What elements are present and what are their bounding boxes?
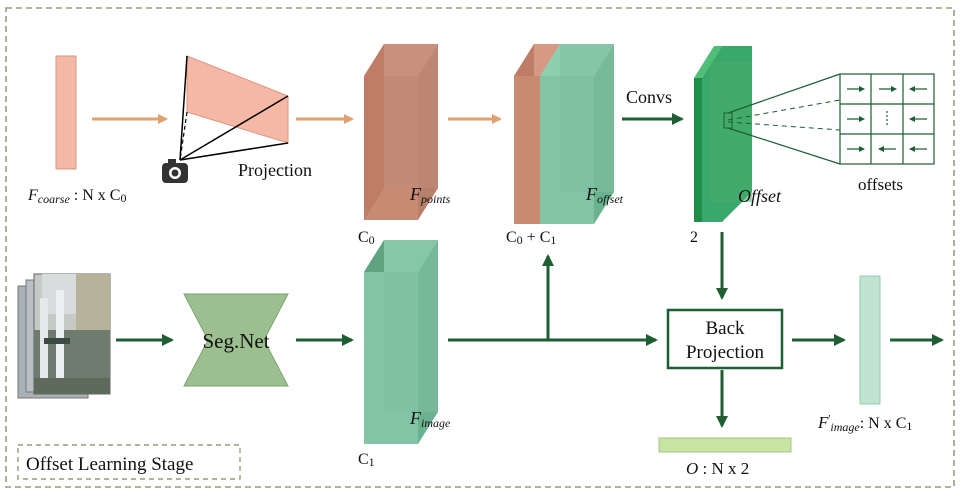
stage-label: Offset Learning Stage	[26, 454, 193, 475]
convs-label: Convs	[626, 87, 672, 107]
zoom-line-top	[727, 73, 841, 114]
segnet-label: Seg.Net	[202, 329, 269, 353]
concat-dim-label: C0 + C1	[506, 229, 556, 247]
image-feature-slab	[364, 240, 438, 444]
points-dim-label: C0	[358, 229, 375, 247]
back-projection-box	[666, 308, 784, 370]
projection-label: Projection	[238, 160, 312, 180]
segnet-block	[183, 293, 289, 387]
offset-arrows	[847, 86, 927, 152]
image-out-bar	[859, 275, 881, 405]
back-projection-line1: Back	[705, 318, 745, 339]
image-dim-label: C1	[358, 451, 375, 469]
image-feature-label: Fimage	[409, 408, 451, 430]
coarse-feature-bar	[55, 55, 77, 170]
back-projection-line2: Projection	[686, 342, 765, 363]
input-image-stack	[17, 273, 111, 399]
offsets-label: offsets	[858, 175, 903, 194]
offset-feature-label: Foffset	[585, 184, 624, 206]
stage-label-box	[17, 444, 241, 480]
offset-map-dim: 2	[690, 229, 698, 246]
output-label: O : N x 2	[686, 459, 749, 478]
zoom-line-dash-1	[727, 99, 841, 121]
zoom-source-box	[723, 112, 733, 129]
offset-map-slab	[694, 46, 752, 222]
offset-feature-slab	[514, 44, 614, 224]
projection-frustum	[179, 55, 289, 161]
points-feature-label: Fpoints	[409, 184, 451, 206]
coarse-feature-label: Fcoarse : N x C0	[27, 187, 126, 206]
points-feature-slab	[364, 44, 438, 220]
output-bar	[658, 437, 792, 453]
zoom-line-dash-2	[727, 121, 841, 131]
image-out-label: F'image: N x C1	[817, 413, 912, 434]
camera-icon	[162, 159, 188, 183]
zoom-line-bottom	[727, 127, 841, 165]
outer-border	[5, 7, 955, 488]
offset-map-label: Offset	[738, 186, 782, 206]
